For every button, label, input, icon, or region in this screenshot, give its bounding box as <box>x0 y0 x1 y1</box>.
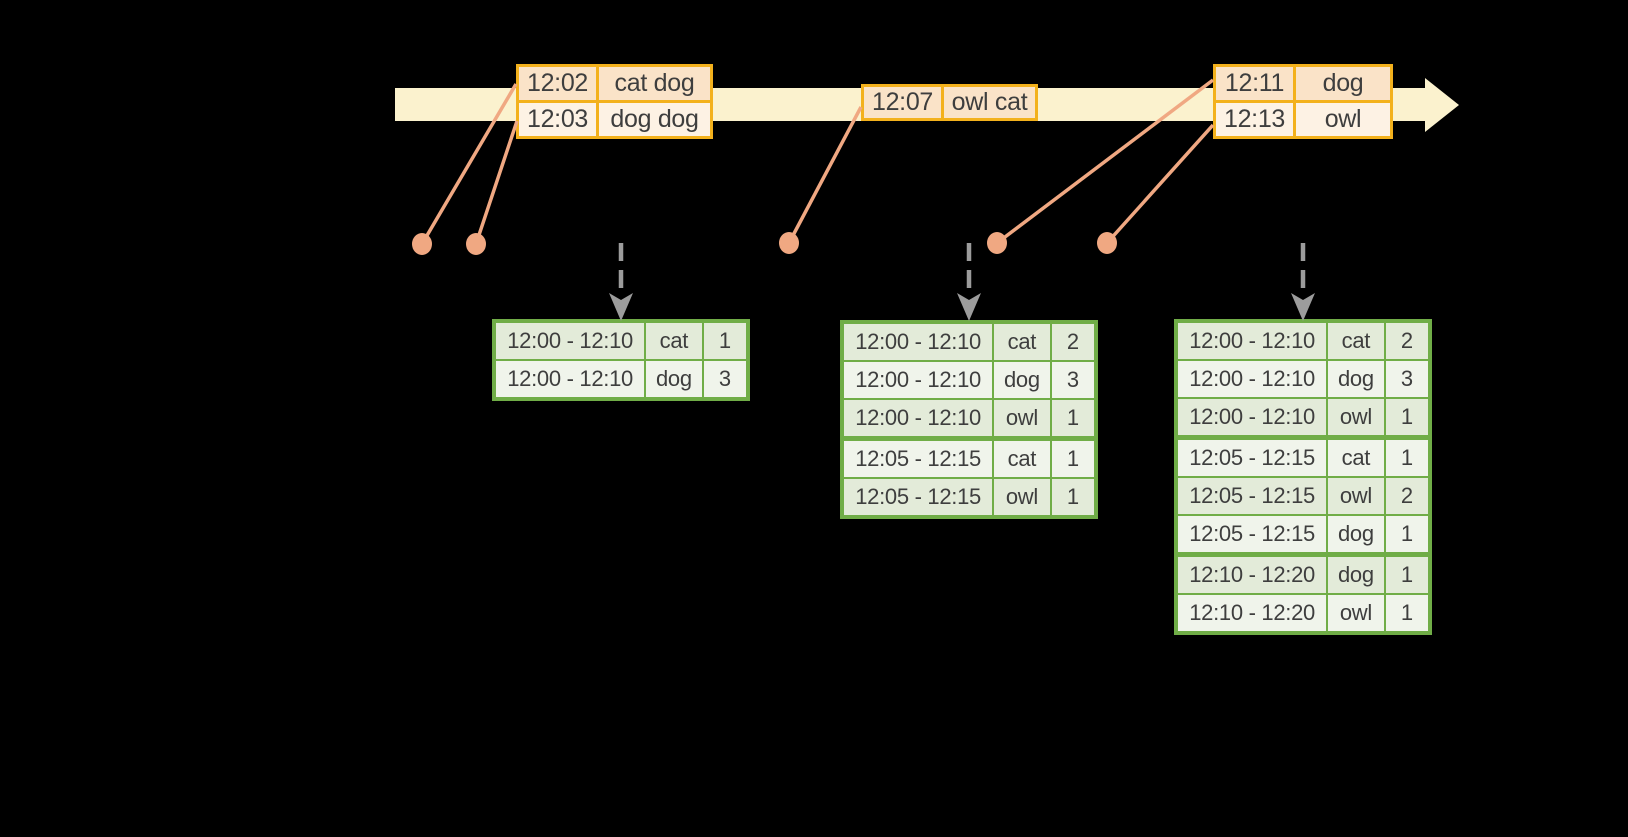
result-word-cell: dog <box>1326 552 1386 595</box>
result-window-cell: 12:10 - 12:20 <box>1174 593 1329 634</box>
event-time-cell: 12:02 <box>516 64 599 103</box>
result-window-cell: 12:00 - 12:10 <box>1174 320 1329 361</box>
result-word-cell: owl <box>1326 476 1386 516</box>
result-window-cell: 12:00 - 12:10 <box>840 398 995 440</box>
connector-line <box>1105 123 1215 245</box>
event-dot <box>779 232 799 254</box>
event-time-cell: 12:03 <box>516 100 599 139</box>
event-dot <box>987 232 1007 254</box>
result-window-cell: 12:05 - 12:15 <box>840 436 995 479</box>
result-count-cell: 1 <box>701 320 750 361</box>
connector-line <box>474 120 519 245</box>
result-word-cell: dog <box>1326 514 1386 556</box>
result-word-cell: owl <box>1326 593 1386 634</box>
result-word-cell: dog <box>644 359 704 400</box>
result-word-cell: cat <box>992 436 1052 479</box>
result-count-cell: 1 <box>1383 552 1432 595</box>
result-window-cell: 12:05 - 12:15 <box>1174 514 1329 556</box>
result-window-cell: 12:10 - 12:20 <box>1174 552 1329 595</box>
result-word-cell: owl <box>992 477 1052 518</box>
result-count-cell: 1 <box>1383 435 1432 478</box>
result-word-cell: dog <box>992 360 1052 400</box>
result-window-cell: 12:00 - 12:10 <box>1174 359 1329 399</box>
result-word-cell: cat <box>644 320 704 361</box>
dashed-arrow <box>957 243 981 321</box>
result-window-cell: 12:00 - 12:10 <box>840 321 995 362</box>
event-time-cell: 12:07 <box>861 84 944 121</box>
result-count-cell: 1 <box>1049 477 1098 518</box>
dashed-arrow <box>609 243 633 321</box>
result-word-cell: owl <box>992 398 1052 440</box>
result-count-cell: 1 <box>1049 398 1098 440</box>
result-window-cell: 12:00 - 12:10 <box>492 320 647 361</box>
event-dot <box>466 233 486 255</box>
event-words-cell: dog <box>1293 64 1393 103</box>
result-word-cell: cat <box>1326 435 1386 478</box>
result-window-cell: 12:05 - 12:15 <box>1174 476 1329 516</box>
timeline-arrowhead-icon <box>1425 78 1459 132</box>
result-count-cell: 3 <box>1383 359 1432 399</box>
result-count-cell: 1 <box>1383 514 1432 556</box>
result-window-cell: 12:00 - 12:10 <box>1174 397 1329 439</box>
event-dot <box>412 233 432 255</box>
event-time-cell: 12:13 <box>1213 100 1296 139</box>
connector-line <box>787 106 863 244</box>
event-dot <box>1097 232 1117 254</box>
result-word-cell: owl <box>1326 397 1386 439</box>
result-window-cell: 12:05 - 12:15 <box>840 477 995 518</box>
result-count-cell: 3 <box>701 359 750 400</box>
result-count-cell: 2 <box>1383 476 1432 516</box>
result-word-cell: cat <box>992 321 1052 362</box>
result-count-cell: 2 <box>1049 321 1098 362</box>
result-count-cell: 3 <box>1049 360 1098 400</box>
result-count-cell: 2 <box>1383 320 1432 361</box>
result-count-cell: 1 <box>1383 397 1432 439</box>
result-word-cell: dog <box>1326 359 1386 399</box>
event-words-cell: dog dog <box>596 100 713 139</box>
event-words-cell: cat dog <box>596 64 713 103</box>
result-window-cell: 12:00 - 12:10 <box>840 360 995 400</box>
result-count-cell: 1 <box>1383 593 1432 634</box>
result-window-cell: 12:00 - 12:10 <box>492 359 647 400</box>
result-word-cell: cat <box>1326 320 1386 361</box>
event-words-cell: owl cat <box>941 84 1038 121</box>
event-time-cell: 12:11 <box>1213 64 1296 103</box>
event-words-cell: owl <box>1293 100 1393 139</box>
result-window-cell: 12:05 - 12:15 <box>1174 435 1329 478</box>
dashed-arrow <box>1291 243 1315 321</box>
result-count-cell: 1 <box>1049 436 1098 479</box>
